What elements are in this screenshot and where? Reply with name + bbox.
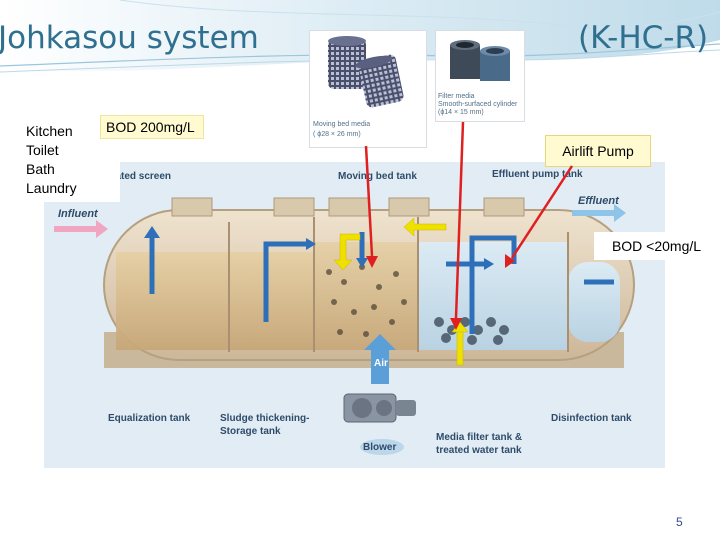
blower-label: Blower xyxy=(363,442,397,453)
page-title: Johkasou system xyxy=(0,20,259,56)
filter-media-size: (ϕ14 × 15 mm) xyxy=(438,109,484,116)
media-filter-tank-label: Media filter tank & xyxy=(436,432,523,443)
sludge-thickening-label: Sludge thickening- xyxy=(220,413,310,424)
johkasou-tank-diagram: erated screen Moving bed tank Effluent p… xyxy=(44,162,665,468)
moving-bed-media-photo: Moving bed media ( ϕ28 × 26 mm) xyxy=(309,30,427,148)
moving-bed-tank-label: Moving bed tank xyxy=(338,171,417,182)
source-bath: Bath xyxy=(26,161,55,177)
screen-label: erated screen xyxy=(106,171,172,182)
influent-label: Influent xyxy=(58,208,98,220)
filter-cylinder-icon xyxy=(450,40,510,81)
source-toilet: Toilet xyxy=(26,142,59,158)
disinfection-tank-label: Disinfection tank xyxy=(551,413,632,424)
influent-arrow-icon xyxy=(54,220,108,238)
filter-media-type: Smooth-surfaced cylinder xyxy=(438,101,518,108)
air-arrow-icon xyxy=(364,334,396,384)
page-number: 5 xyxy=(676,515,683,529)
treated-water-tank-label: treated water tank xyxy=(436,445,522,456)
storage-tank-label: Storage tank xyxy=(220,426,281,437)
air-label: Air xyxy=(374,358,388,369)
airlift-pump-callout: Airlift Pump xyxy=(545,135,651,167)
bod-effluent-callout: BOD <20mg/L xyxy=(594,232,719,260)
effluent-label: Effluent xyxy=(578,195,619,207)
moving-bed-media-particles xyxy=(326,264,407,337)
bod-influent-callout: BOD 200mg/L xyxy=(100,115,204,139)
filter-media-caption: Filter media xyxy=(438,93,475,100)
source-kitchen: Kitchen xyxy=(26,123,73,139)
flow-pipes xyxy=(149,232,614,334)
source-laundry: Laundry xyxy=(26,180,77,196)
effluent-arrow-icon xyxy=(572,204,626,222)
filter-media-photo: Filter media Smooth-surfaced cylinder (ϕ… xyxy=(435,30,525,122)
model-code-title: (K-HC-R) xyxy=(578,20,709,56)
equalization-tank-label: Equalization tank xyxy=(108,413,191,424)
tank-cutaway-illustration xyxy=(54,197,635,455)
moving-bed-media-size: ( ϕ28 × 26 mm) xyxy=(313,131,361,138)
flow-arrow-icons xyxy=(144,226,494,270)
moving-bed-media-caption: Moving bed media xyxy=(313,121,371,128)
filter-media-bed xyxy=(434,317,509,345)
effluent-pump-tank-label: Effluent pump tank xyxy=(492,169,583,180)
blower-icon xyxy=(343,393,416,423)
mesh-cylinder-icon xyxy=(328,36,404,108)
